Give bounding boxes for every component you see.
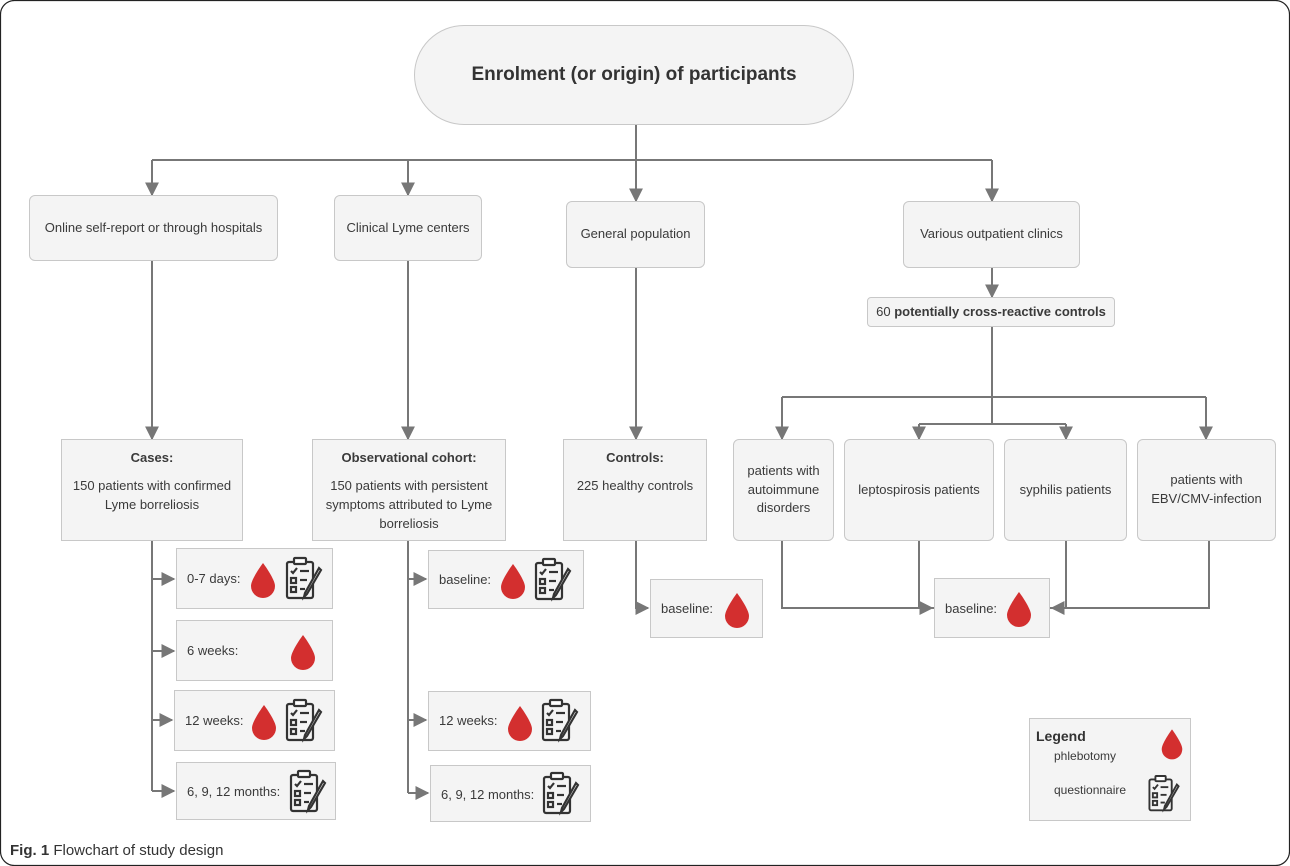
subgroup-autoimmune: patients with autoimmune disorders	[733, 439, 834, 541]
blood-drop-icon	[508, 706, 532, 741]
blood-drop-icon	[252, 705, 276, 740]
blood-drop-icon	[501, 564, 525, 599]
clipboard-questionnaire-icon	[289, 769, 327, 814]
crossreactive-count: 60	[876, 303, 891, 319]
group-cases: Cases: 150 patients with confirmed Lyme …	[61, 439, 243, 541]
group-observational-cohort: Observational cohort: 150 patients with …	[312, 439, 506, 541]
timepoint-label: 12 weeks:	[439, 713, 498, 728]
crossreactive-timepoint-baseline: baseline:	[934, 578, 1050, 638]
legend-questionnaire-label: questionnaire	[1054, 783, 1127, 797]
timepoint-label: 6, 9, 12 months:	[187, 784, 281, 799]
blood-drop-icon	[1161, 729, 1183, 760]
figure-caption: Fig. 1 Flowchart of study design	[10, 842, 223, 859]
group-controls: Controls: 225 healthy controls	[563, 439, 707, 541]
cohort-timepoint-12-weeks: 12 weeks:	[428, 691, 591, 751]
cohort-timepoint-6-9-12-months: 6, 9, 12 months:	[430, 765, 591, 822]
controls-title: Controls:	[606, 450, 664, 465]
cases-timepoint-12-weeks: 12 weeks:	[174, 690, 335, 751]
subgroup-syphilis: syphilis patients	[1004, 439, 1127, 541]
controls-timepoint-baseline: baseline:	[650, 579, 763, 638]
timepoint-label: baseline:	[439, 572, 492, 587]
cases-timepoint-6-9-12-months: 6, 9, 12 months:	[176, 762, 336, 820]
cases-description: 150 patients with confirmed Lyme borreli…	[72, 477, 232, 512]
subgroup-ebv-cmv: patients with EBV/CMV-infection	[1137, 439, 1276, 541]
crossreactive-controls: 60 potentially cross-reactive controls	[867, 297, 1115, 327]
caption-label: Fig. 1	[10, 842, 50, 859]
blood-drop-icon	[1007, 592, 1031, 627]
clipboard-questionnaire-icon	[285, 698, 323, 743]
legend-title: Legend	[1036, 728, 1086, 744]
source-lyme-centers: Clinical Lyme centers	[334, 195, 482, 261]
blood-drop-icon	[251, 563, 275, 598]
legend: Legend phlebotomy questionnaire	[1029, 718, 1191, 821]
timepoint-label: 6 weeks:	[187, 643, 239, 658]
clipboard-questionnaire-icon	[541, 698, 579, 743]
source-general-population: General population	[566, 201, 705, 268]
cohort-timepoint-baseline: baseline:	[428, 550, 584, 609]
subgroup-leptospirosis: leptospirosis patients	[844, 439, 994, 541]
timepoint-label: 6, 9, 12 months:	[441, 787, 535, 802]
legend-phlebotomy-label: phlebotomy	[1054, 749, 1117, 763]
timepoint-label: 0-7 days:	[187, 571, 241, 586]
crossreactive-label: potentially cross-reactive controls	[894, 303, 1106, 319]
clipboard-questionnaire-icon	[285, 556, 323, 601]
cohort-title: Observational cohort:	[341, 450, 477, 465]
timepoint-label: baseline:	[661, 601, 714, 616]
clipboard-questionnaire-icon	[542, 771, 580, 816]
cases-timepoint-6-weeks: 6 weeks:	[176, 620, 333, 681]
cases-title: Cases:	[130, 450, 174, 465]
cases-timepoint-0-7-days: 0-7 days:	[176, 548, 333, 609]
timepoint-label: 12 weeks:	[185, 713, 244, 728]
source-online: Online self-report or through hospitals	[29, 195, 278, 261]
blood-drop-icon	[291, 635, 315, 670]
blood-drop-icon	[725, 593, 749, 628]
caption-text: Flowchart of study design	[53, 842, 224, 859]
cohort-description: 150 patients with persistent symptoms at…	[325, 477, 493, 531]
clipboard-questionnaire-icon	[534, 557, 572, 602]
clipboard-questionnaire-icon	[1148, 775, 1180, 813]
timepoint-label: baseline:	[945, 601, 998, 616]
source-outpatient-clinics: Various outpatient clinics	[903, 201, 1080, 268]
enrolment-title: Enrolment (or origin) of participants	[414, 25, 854, 125]
controls-description: 225 healthy controls	[576, 477, 694, 493]
